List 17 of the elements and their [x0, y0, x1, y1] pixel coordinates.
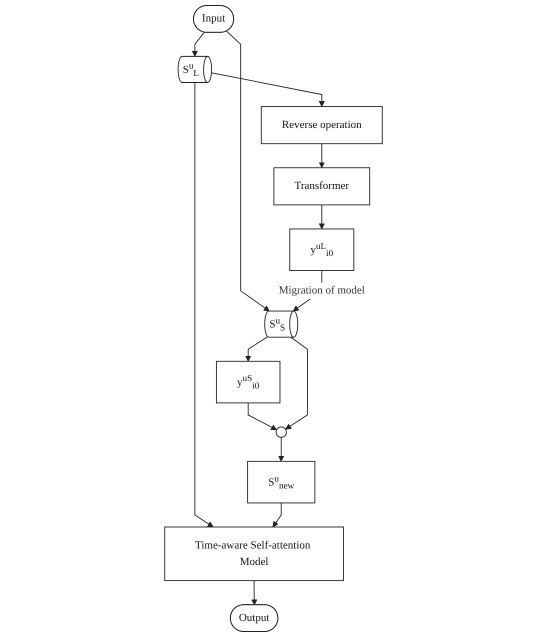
arrow	[226, 30, 270, 312]
edge-label: Migration of model	[278, 284, 365, 296]
arrow	[245, 336, 268, 362]
arrow	[211, 72, 325, 107]
node-box: Transformer	[273, 167, 370, 206]
arrow	[248, 402, 277, 430]
arrow	[318, 143, 325, 168]
node-box: Time-aware Self-attention Model	[164, 526, 344, 582]
arrow	[318, 204, 325, 230]
arrow	[285, 336, 308, 430]
arrow	[194, 82, 214, 528]
node-box: Reverse operation	[260, 106, 383, 144]
arrow	[192, 32, 205, 57]
arrow	[251, 580, 258, 606]
arrow	[272, 502, 282, 528]
node-circle	[276, 426, 287, 438]
arrow	[278, 436, 284, 462]
